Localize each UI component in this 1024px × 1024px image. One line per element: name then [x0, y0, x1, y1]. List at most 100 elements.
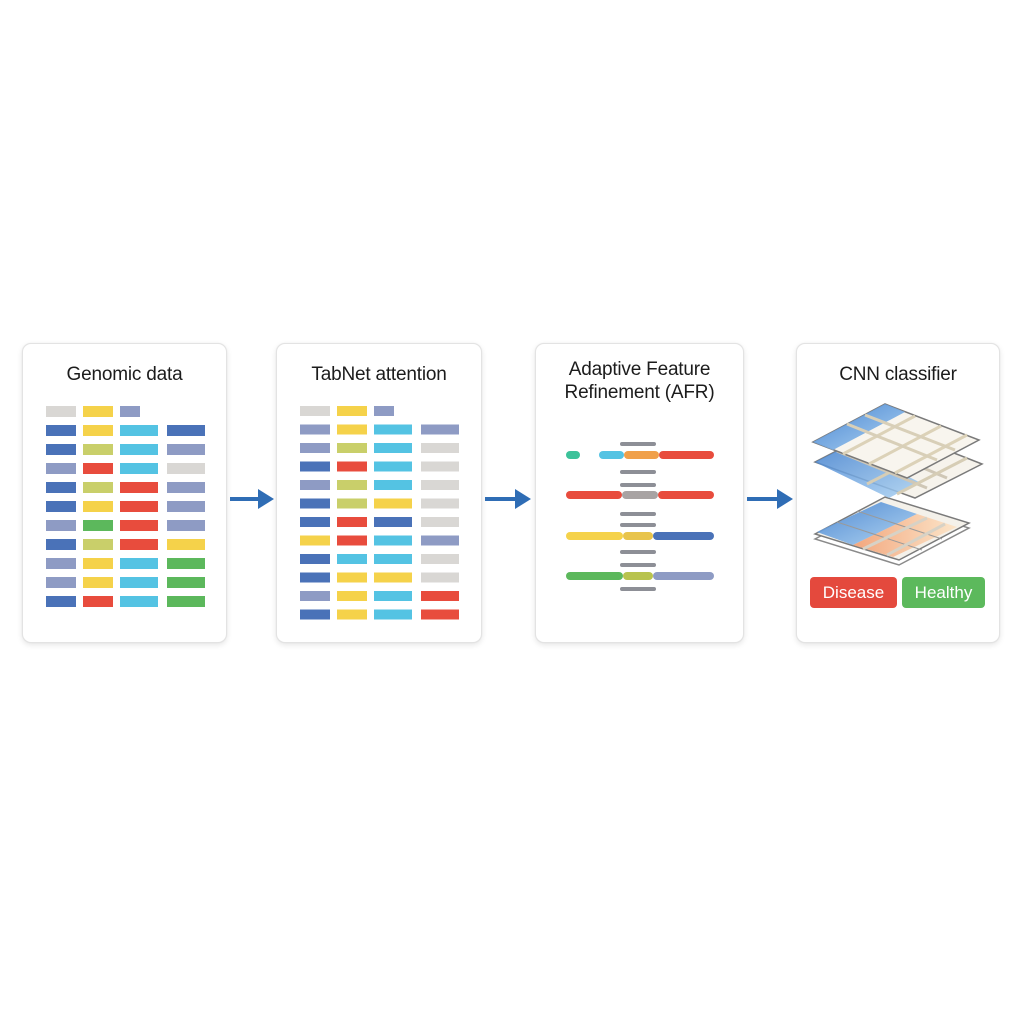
- heatmap-cell: [337, 424, 367, 435]
- heatmap-cell: [300, 609, 330, 620]
- heatmap-cell: [120, 463, 158, 474]
- afr-title: Adaptive Feature Refinement (AFR): [536, 358, 743, 404]
- heatmap-cell: [120, 406, 140, 417]
- genomic-data-title: Genomic data: [66, 364, 183, 385]
- afr-title-line-2: Refinement (AFR): [564, 382, 715, 403]
- heatmap-cell: [374, 443, 412, 453]
- heatmap-cell: [421, 609, 459, 620]
- heatmap-cell: [421, 554, 459, 564]
- heatmap-cell: [46, 539, 76, 550]
- heatmap-cell: [83, 520, 113, 531]
- heatmap-cell: [300, 572, 330, 583]
- heatmap-cell: [421, 517, 459, 527]
- heatmap-cell: [337, 591, 367, 601]
- heatmap-cell: [46, 520, 76, 531]
- heatmap-cell: [300, 461, 330, 472]
- feature-bar-segment: [653, 572, 714, 580]
- heatmap-cell: [46, 482, 76, 493]
- heatmap-cell: [374, 535, 412, 546]
- heatmap-cell: [83, 463, 113, 474]
- heatmap-cell: [421, 591, 459, 601]
- heatmap-cell: [421, 572, 459, 583]
- flow-arrow-1: [230, 489, 274, 509]
- heatmap-cell: [337, 443, 367, 453]
- heatmap-cell: [421, 424, 459, 435]
- feature-tick-mark: [620, 442, 656, 446]
- feature-bar-segment: [566, 572, 623, 580]
- feature-tick-mark: [620, 512, 656, 516]
- heatmap-cell: [167, 596, 205, 607]
- heatmap-cell: [421, 535, 459, 546]
- heatmap-cell: [167, 577, 205, 588]
- feature-tick-mark: [620, 483, 656, 487]
- heatmap-cell: [120, 539, 158, 550]
- cnn-feature-maps: [811, 403, 984, 566]
- heatmap-cell: [120, 425, 158, 436]
- heatmap-cell: [83, 501, 113, 512]
- heatmap-cell: [421, 443, 459, 453]
- heatmap-cell: [337, 480, 367, 490]
- heatmap-cell: [337, 572, 367, 583]
- heatmap-cell: [83, 577, 113, 588]
- heatmap-cell: [374, 498, 412, 509]
- heatmap-cell: [374, 554, 412, 564]
- feature-tick-mark: [620, 550, 656, 554]
- feature-tick-mark: [620, 470, 656, 474]
- heatmap-cell: [300, 443, 330, 453]
- heatmap-cell: [421, 480, 459, 490]
- cnn-top-layer: [811, 403, 981, 479]
- heatmap-cell: [120, 501, 158, 512]
- flow-arrow-3: [747, 489, 793, 509]
- feature-bar-segment: [566, 451, 580, 459]
- disease-class-label: Disease: [810, 577, 897, 608]
- heatmap-cell: [374, 406, 394, 416]
- heatmap-cell: [120, 444, 158, 455]
- heatmap-cell: [83, 444, 113, 455]
- feature-bar-segment: [622, 491, 658, 499]
- tabnet-attention-heatmap: [300, 406, 459, 620]
- heatmap-cell: [337, 406, 367, 416]
- heatmap-cell: [83, 425, 113, 436]
- cnn-lower-layer: [813, 496, 971, 566]
- feature-bar-segment: [658, 491, 714, 499]
- heatmap-cell: [337, 461, 367, 472]
- heatmap-cell: [120, 558, 158, 569]
- feature-tick-mark: [620, 563, 656, 567]
- heatmap-cell: [337, 498, 367, 509]
- cnn-classifier-panel: CNN classifier: [796, 343, 1000, 643]
- feature-bar-segment: [566, 532, 623, 540]
- heatmap-cell: [337, 554, 367, 564]
- heatmap-cell: [167, 501, 205, 512]
- heatmap-cell: [374, 517, 412, 527]
- heatmap-cell: [337, 517, 367, 527]
- heatmap-cell: [83, 406, 113, 417]
- heatmap-cell: [46, 444, 76, 455]
- heatmap-cell: [337, 609, 367, 620]
- afr-feature-bars: [566, 442, 714, 591]
- heatmap-cell: [83, 596, 113, 607]
- feature-bar-segment: [599, 451, 624, 459]
- heatmap-cell: [300, 517, 330, 527]
- feature-tick-mark: [620, 587, 656, 591]
- healthy-class-label: Healthy: [902, 577, 985, 608]
- heatmap-cell: [46, 425, 76, 436]
- genomic-data-panel: Genomic data: [22, 343, 227, 643]
- heatmap-cell: [167, 539, 205, 550]
- tabnet-attention-panel: TabNet attention: [276, 343, 482, 643]
- heatmap-cell: [337, 535, 367, 546]
- heatmap-cell: [46, 501, 76, 512]
- heatmap-cell: [300, 406, 330, 416]
- afr-panel: Adaptive Feature Refinement (AFR): [535, 343, 744, 643]
- heatmap-cell: [167, 558, 205, 569]
- heatmap-cell: [167, 482, 205, 493]
- heatmap-cell: [300, 535, 330, 546]
- heatmap-cell: [46, 558, 76, 569]
- heatmap-cell: [300, 498, 330, 509]
- feature-bar-segment: [659, 451, 714, 459]
- heatmap-cell: [167, 520, 205, 531]
- heatmap-cell: [46, 596, 76, 607]
- heatmap-cell: [46, 463, 76, 474]
- heatmap-cell: [300, 554, 330, 564]
- heatmap-cell: [46, 406, 76, 417]
